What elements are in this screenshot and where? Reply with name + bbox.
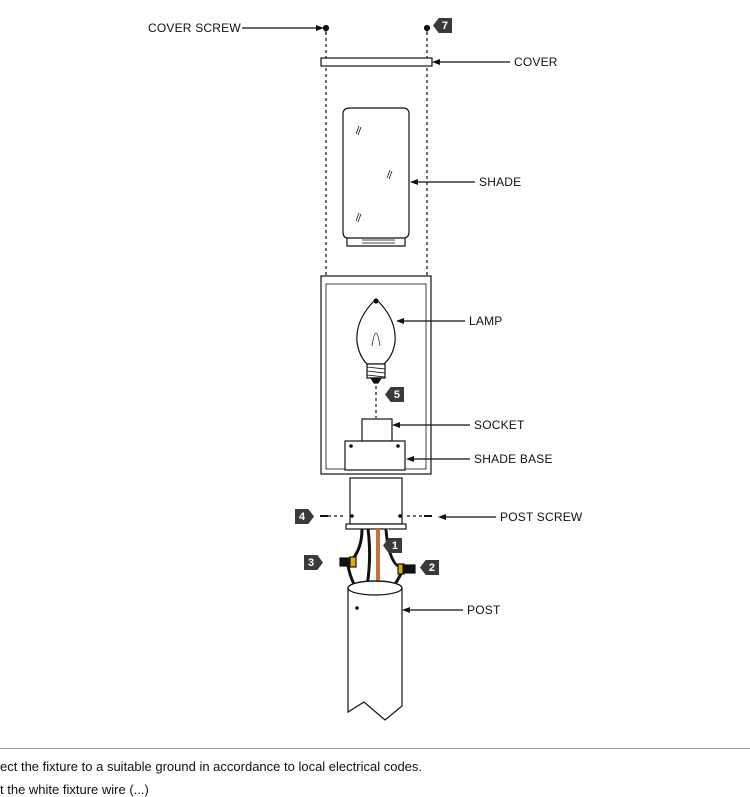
step-badge-4: 4: [295, 509, 314, 524]
label-cover-screw: COVER SCREW: [148, 21, 241, 35]
cover-screw-left: [322, 24, 330, 34]
shade-glass: [342, 107, 410, 239]
wire-connector-right: [397, 563, 416, 575]
cover-plate: [320, 57, 433, 67]
label-lamp: LAMP: [469, 314, 503, 328]
instruction-line: ect the fixture to a suitable ground in …: [0, 759, 423, 774]
glass-reflection-marks: [355, 125, 393, 223]
label-post-screw: POST SCREW: [500, 510, 583, 524]
post-tube: [347, 580, 403, 721]
step-badge-5: 5: [385, 387, 404, 402]
lamp-bulb: [356, 299, 396, 365]
instructions-area: ect the fixture to a suitable ground in …: [0, 748, 750, 797]
shade-base: [344, 440, 406, 471]
label-socket: SOCKET: [474, 418, 525, 432]
step-badge-2: 2: [420, 560, 439, 575]
step-badge-1: 1: [383, 538, 402, 553]
post-adapter: [349, 477, 403, 525]
step-badge-7: 7: [433, 18, 452, 33]
step-badge-3: 3: [304, 555, 323, 570]
label-shade: SHADE: [479, 175, 522, 189]
label-post: POST: [467, 603, 501, 617]
cover-screw-right: [423, 24, 431, 34]
label-shade-base: SHADE BASE: [474, 452, 553, 466]
wire-connector-left: [339, 556, 357, 568]
label-cover: COVER: [514, 55, 558, 69]
lantern-frame: [320, 275, 432, 475]
lamp-socket: [361, 418, 393, 442]
